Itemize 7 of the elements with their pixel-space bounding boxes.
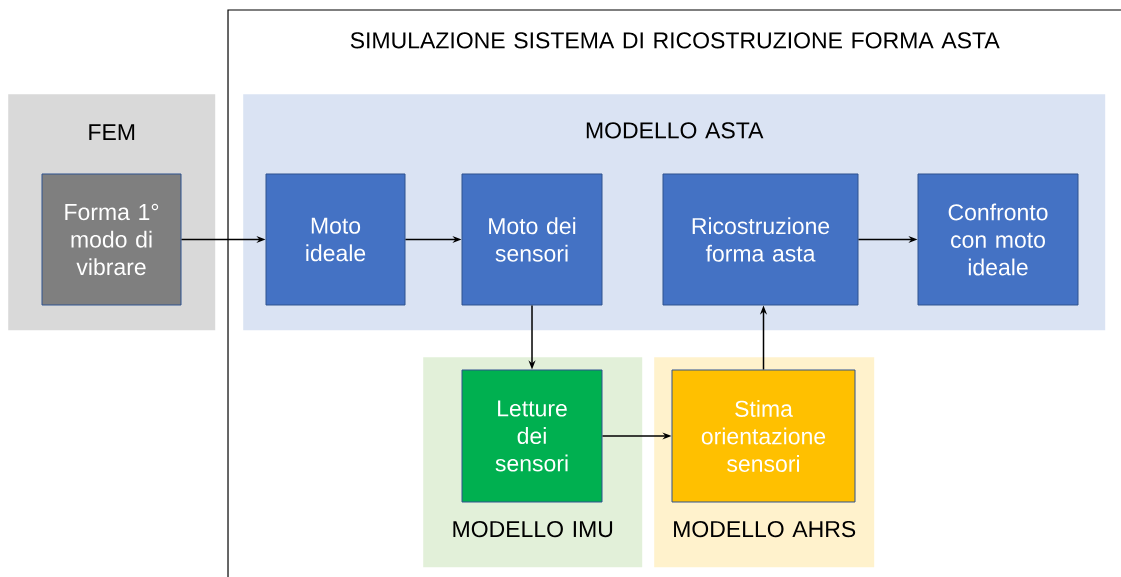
process-box: Forma 1° modo di vibrare [41,173,182,306]
process-box: Stima orientazione sensori [671,369,856,503]
process-box: Letture dei sensori [461,369,603,503]
process-box: Ricostruzione forma asta [662,173,859,306]
process-box: Moto dei sensori [461,173,603,306]
process-box: Confronto con moto ideale [917,173,1079,306]
process-box: Moto ideale [265,173,406,306]
